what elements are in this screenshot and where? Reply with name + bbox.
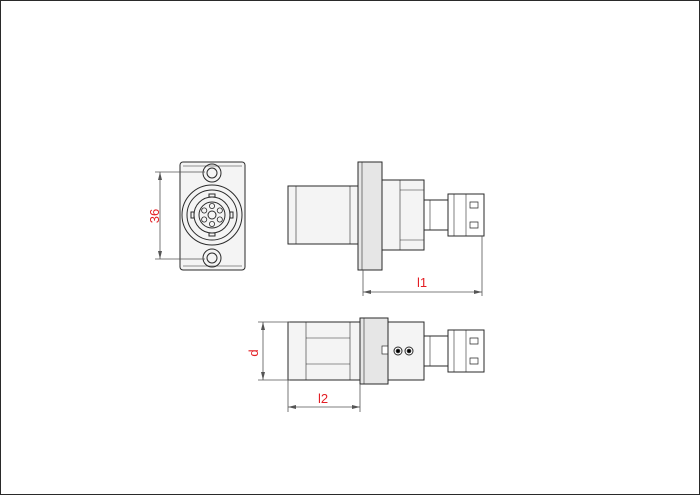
spindle-neck (423, 199, 449, 231)
spindle-neck-bottom (423, 335, 449, 367)
dimension-36-label: 36 (147, 209, 162, 223)
front-housing (381, 179, 425, 251)
dimension-l2 (287, 380, 361, 412)
dimension-l2-label: l2 (318, 391, 328, 406)
mounting-hole-top (202, 163, 222, 183)
dimension-36 (155, 171, 205, 260)
spindle-outer-ring (181, 184, 243, 246)
dimension-l1-label: l1 (417, 275, 427, 290)
side-view-top (287, 161, 485, 271)
dimension-d (258, 321, 290, 381)
collet-segments (201, 202, 223, 227)
rear-body-bottom (287, 321, 361, 381)
mounting-hole-bottom (202, 248, 222, 268)
side-view-bottom (287, 317, 485, 385)
rear-body (287, 185, 359, 245)
front-view (179, 161, 246, 271)
side-flange (357, 161, 383, 271)
dimension-l1 (362, 236, 483, 296)
dimension-d-label: d (246, 349, 261, 356)
